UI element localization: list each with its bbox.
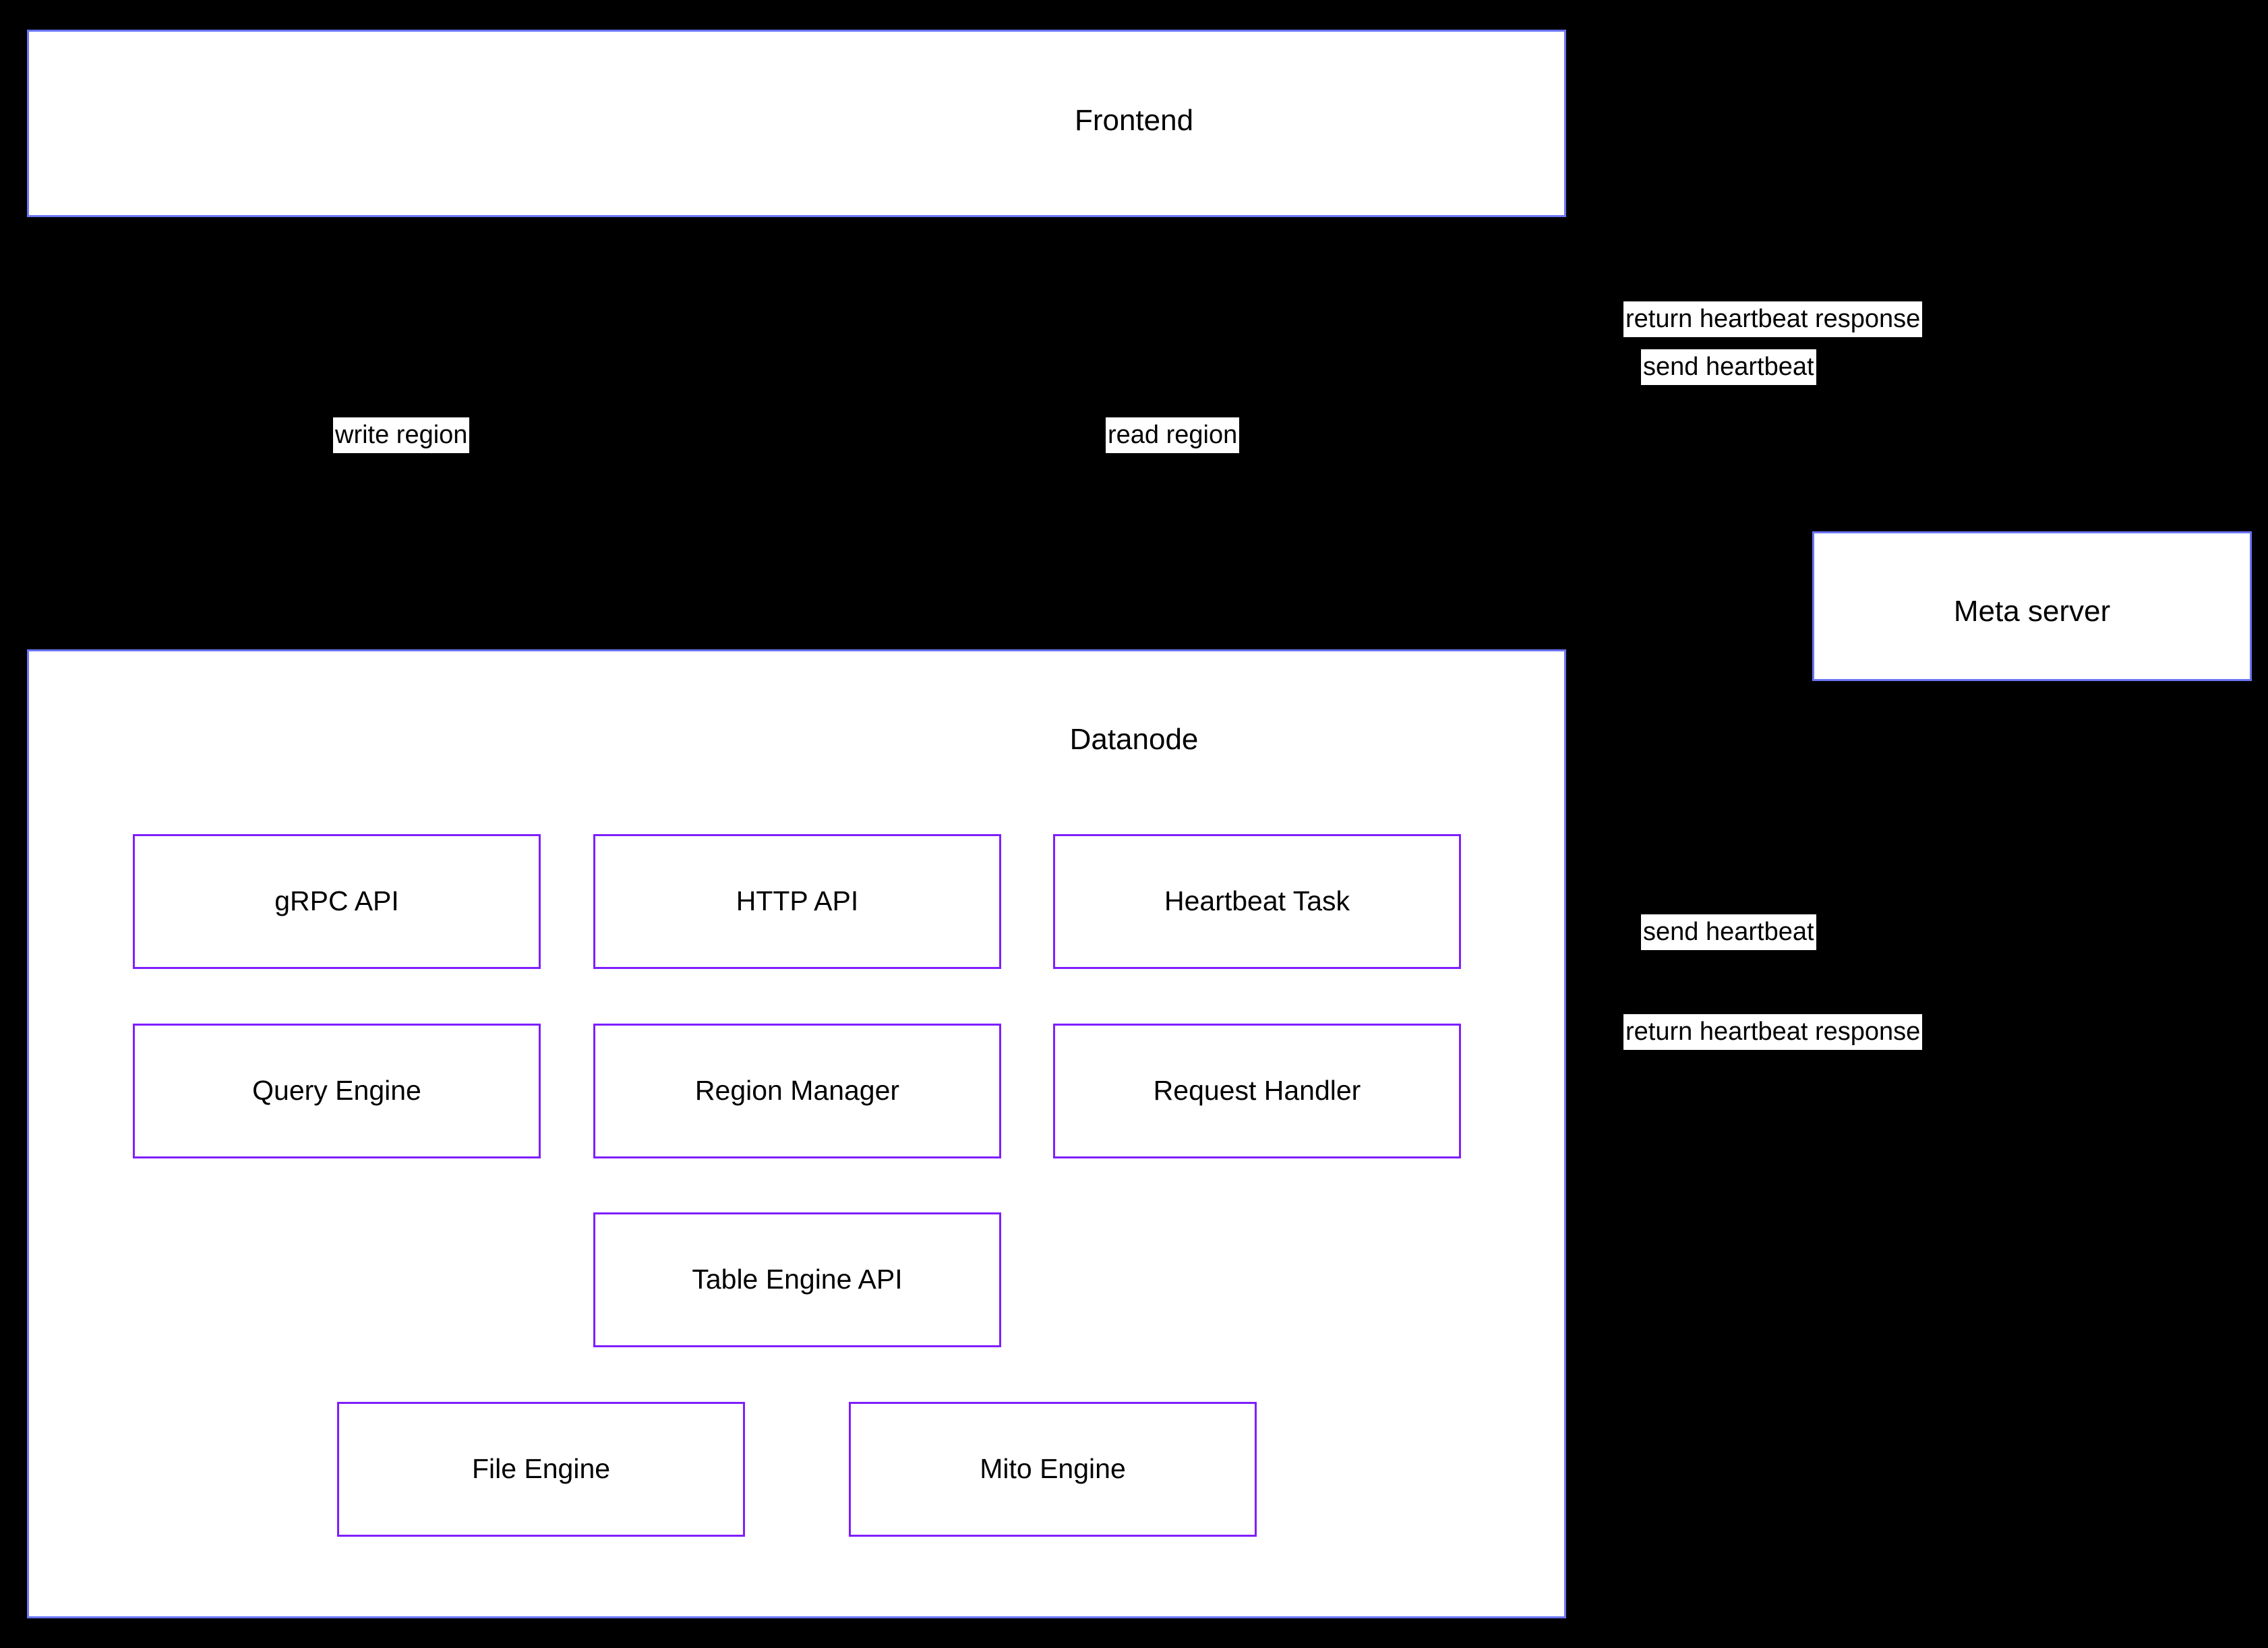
edge-label-return-heartbeat-response-top: return heartbeat response [1623,301,1923,337]
edge-label-read-region: read region [1106,417,1240,453]
edge-label-return-heartbeat-response-bottom: return heartbeat response [1623,1014,1923,1050]
meta-server-container[interactable] [1812,531,2252,681]
datanode-label: Datanode [1069,723,1199,756]
module-file-engine[interactable]: File Engine [337,1402,745,1537]
module-file-engine-label: File Engine [471,1453,611,1485]
module-heartbeat-task[interactable]: Heartbeat Task [1053,834,1461,969]
module-table-engine-api-label: Table Engine API [692,1264,903,1295]
edge-label-send-heartbeat-bottom: send heartbeat [1641,914,1816,950]
module-grpc-api[interactable]: gRPC API [133,834,541,969]
frontend-label: Frontend [1074,104,1194,137]
module-region-manager-label: Region Manager [694,1075,900,1107]
module-http-api-label: HTTP API [736,885,859,917]
frontend-container[interactable] [27,30,1566,217]
edge-datanode-send-heartbeat [1565,678,1930,1336]
module-table-engine-api[interactable]: Table Engine API [593,1212,1001,1347]
module-http-api[interactable]: HTTP API [593,834,1001,969]
meta-server-label: Meta server [1953,595,2111,628]
edge-label-send-heartbeat-top: send heartbeat [1641,349,1816,385]
module-request-handler-label: Request Handler [1153,1075,1361,1107]
module-mito-engine-label: Mito Engine [980,1453,1126,1485]
module-heartbeat-task-label: Heartbeat Task [1164,885,1350,917]
module-region-manager[interactable]: Region Manager [593,1024,1001,1158]
module-mito-engine[interactable]: Mito Engine [849,1402,1257,1537]
module-grpc-api-label: gRPC API [274,885,399,917]
module-request-handler[interactable]: Request Handler [1053,1024,1461,1158]
module-query-engine[interactable]: Query Engine [133,1024,541,1158]
edge-label-write-region: write region [333,417,470,453]
module-query-engine-label: Query Engine [252,1075,421,1107]
